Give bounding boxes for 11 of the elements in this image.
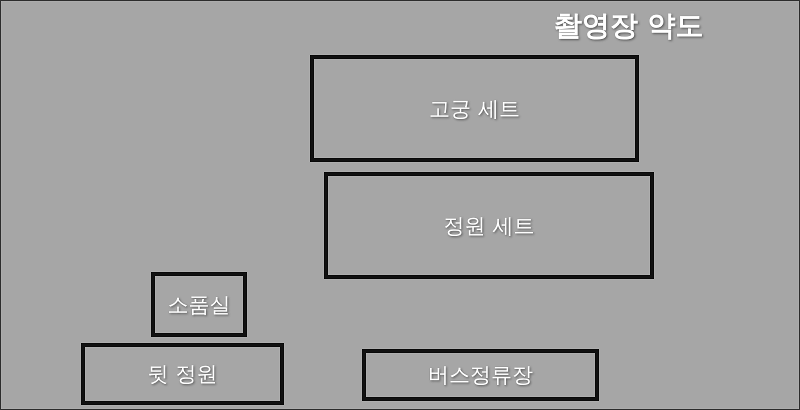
area-box [324, 172, 654, 279]
area-box [81, 343, 284, 405]
area-box [362, 349, 599, 401]
diagram-title: 촬영장 약도 [554, 8, 704, 44]
area-label: 소품실 [168, 292, 230, 318]
area-label: 정원 세트 [444, 212, 534, 240]
area-label: 고궁 세트 [429, 96, 520, 122]
area-label: 버스정류장 [428, 362, 533, 389]
area-label: 뒷 정원 [148, 361, 218, 388]
area-box [151, 272, 247, 337]
area-box [310, 55, 639, 162]
